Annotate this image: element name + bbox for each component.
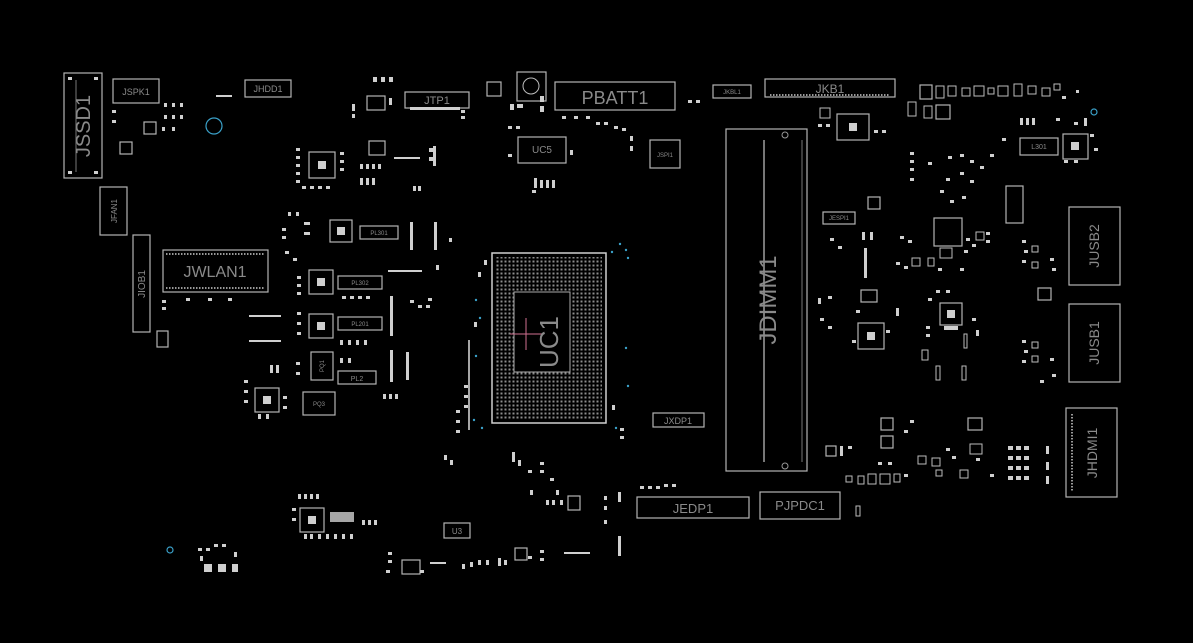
pq3-outline [302, 391, 336, 416]
jwlan1-label: JWLAN1 [183, 264, 246, 281]
pbatt1-label: PBATT1 [582, 88, 649, 108]
passive-components [112, 77, 1098, 573]
jhdd1-label: JHDD1 [253, 84, 282, 94]
u3-label: U3 [452, 527, 463, 536]
pl302-label: PL302 [351, 281, 369, 287]
jssd1-outline [63, 72, 103, 179]
jhdd1-outline [244, 79, 292, 98]
jspk1-label: JSPK1 [122, 87, 150, 97]
right-module-outline [1005, 185, 1024, 224]
jspi1-label: JSPI1 [657, 153, 674, 159]
jusb2-outline [1068, 206, 1121, 286]
pq3-label: PQ3 [313, 402, 326, 408]
jssd1-label: JSSD1 [73, 95, 95, 157]
jtp1-label: JTP1 [424, 95, 450, 107]
pq1-outline [310, 351, 334, 381]
jkb1-label: JKB1 [816, 82, 845, 96]
l301-label: L301 [1031, 144, 1047, 151]
uc5-outline [517, 136, 567, 164]
uc1-cpu-package [491, 252, 607, 424]
jkbl1-outline [712, 84, 752, 99]
jssd1-pins [68, 77, 98, 174]
uc5-label: UC5 [532, 145, 552, 156]
jusb1-outline [1068, 303, 1121, 383]
jiob1-label: JIOB1 [137, 270, 148, 298]
square-components [119, 71, 1089, 575]
jwlan1-pins [166, 253, 264, 289]
pjpdc1-outline [759, 491, 841, 520]
uc1-label: UC1 [534, 316, 564, 368]
jxdp1-outline [652, 412, 705, 428]
jusb1-label: JUSB1 [1086, 321, 1102, 365]
jdimm1-label: JDIMM1 [755, 255, 782, 344]
jfan1-label: JFAN1 [110, 198, 119, 223]
u3-outline [443, 522, 471, 539]
pl2-label: PL2 [351, 376, 364, 383]
pl201-outline [337, 316, 383, 331]
pbatt1-outline [554, 81, 676, 111]
jwlan1-outline [162, 249, 269, 293]
jusb2-label: JUSB2 [1086, 224, 1102, 268]
jedp1-outline [636, 496, 750, 519]
jkbl1-label: JKBL1 [723, 90, 741, 96]
pl201-label: PL201 [351, 322, 369, 328]
pq1-label: PQ1 [320, 359, 326, 372]
jxdp1-label: JXDP1 [664, 416, 692, 426]
jespi1-outline [822, 211, 856, 225]
pl2-outline [337, 370, 377, 385]
vias [166, 108, 1098, 554]
pl301-outline [359, 225, 399, 240]
jdimm1-slot [725, 128, 808, 472]
jiob1-outline [132, 234, 151, 333]
jkb1-outline [764, 78, 896, 98]
pjpdc1-label: PJPDC1 [775, 498, 825, 513]
jspk1-outline [112, 78, 160, 104]
jespi1-label: JESPI1 [829, 216, 850, 222]
jedp1-label: JEDP1 [673, 501, 713, 516]
pl302-outline [337, 275, 383, 290]
jspi1-outline [649, 139, 681, 169]
jhdmi1-outline [1065, 407, 1118, 498]
pl301-label: PL301 [370, 231, 388, 237]
jfan1-outline [99, 186, 128, 236]
jhdmi1-label: JHDMI1 [1084, 428, 1100, 479]
l301-outline [1019, 137, 1059, 156]
u-ic-right-outline [933, 217, 963, 247]
